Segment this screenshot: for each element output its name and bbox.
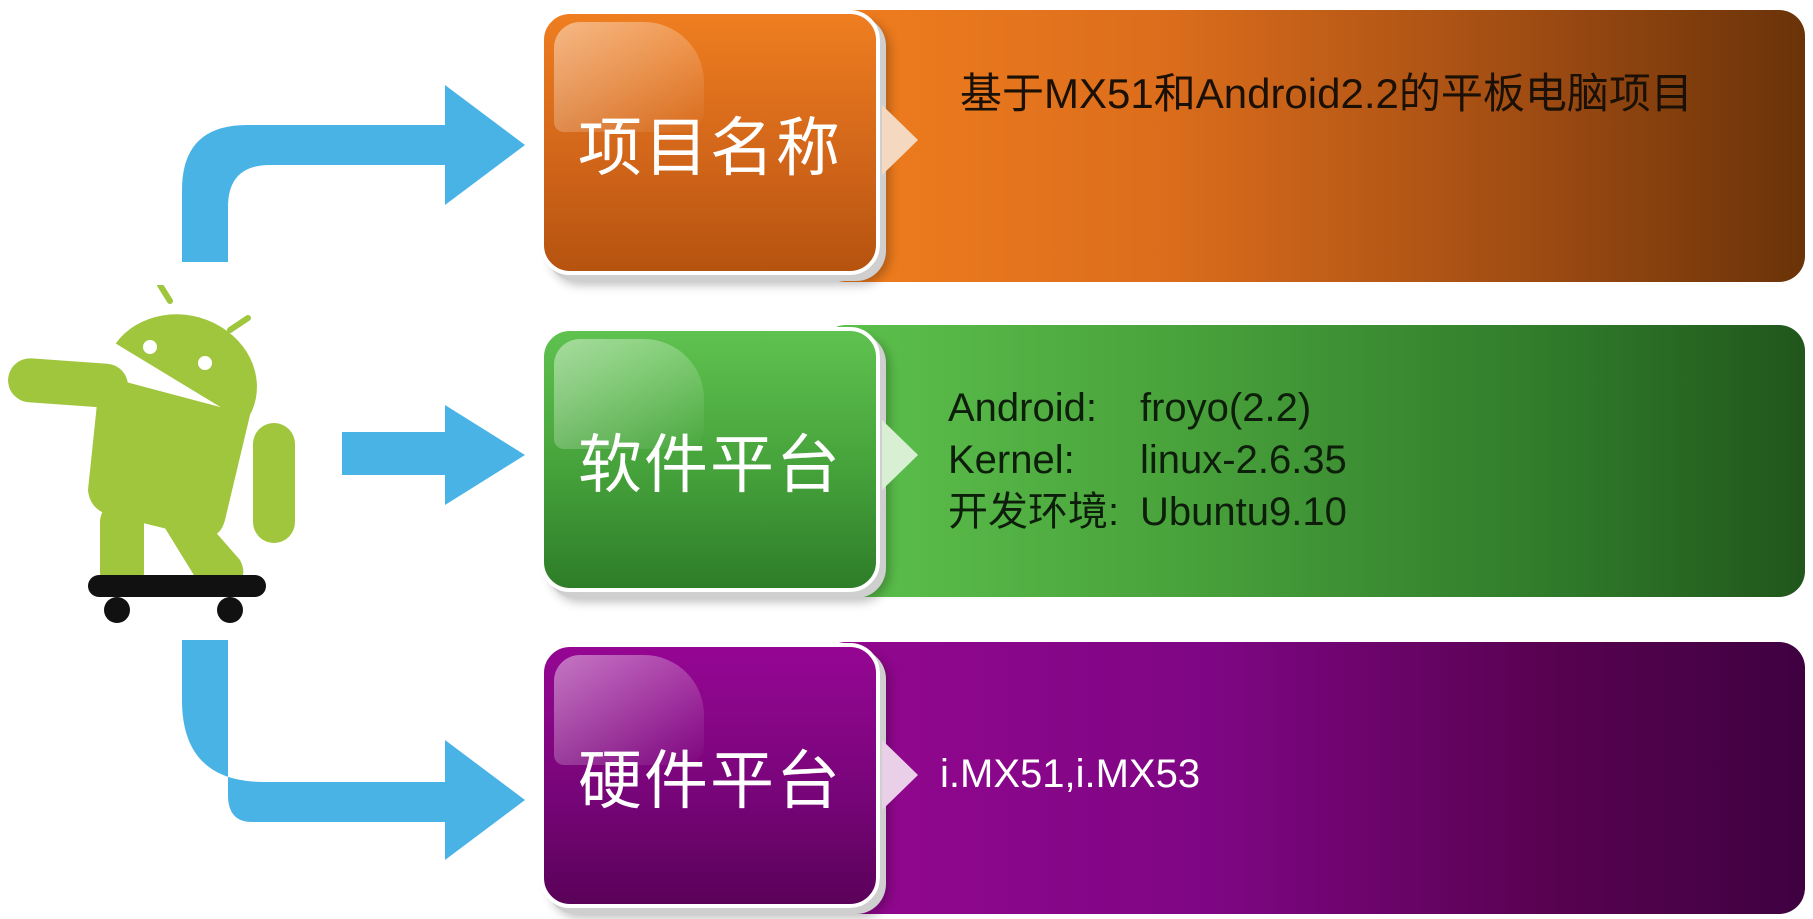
- spec-row: Android: froyo(2.2): [948, 382, 1347, 434]
- software-platform-bar: [820, 325, 1805, 597]
- hardware-platform-bar: [820, 642, 1805, 914]
- hardware-platform-tile: 硬件平台: [540, 643, 880, 908]
- chevron-right-icon: [882, 740, 918, 810]
- software-platform-details: Android: froyo(2.2) Kernel: linux-2.6.35…: [948, 382, 1347, 538]
- spec-value: Ubuntu9.10: [1140, 490, 1347, 534]
- project-name-bar: [820, 10, 1805, 282]
- software-platform-label: 软件平台: [578, 428, 842, 503]
- spec-key: 开发环境:: [948, 490, 1120, 534]
- software-platform-tile: 软件平台: [540, 327, 880, 592]
- project-name-tile: 项目名称: [540, 10, 880, 275]
- spec-row: Kernel: linux-2.6.35: [948, 434, 1347, 486]
- chevron-right-icon: [882, 105, 918, 175]
- arrow-right-icon: [182, 85, 525, 860]
- spec-value: froyo(2.2): [1140, 386, 1312, 430]
- chevron-right-icon: [882, 420, 918, 490]
- spec-row: 开发环境: Ubuntu9.10: [948, 486, 1347, 538]
- spec-key: Android:: [948, 386, 1097, 430]
- project-name-value: 基于MX51和Android2.2的平板电脑项目: [960, 70, 1693, 117]
- spec-key: Kernel:: [948, 438, 1075, 482]
- android-skateboard-icon: [8, 285, 295, 623]
- hardware-platform-value: i.MX51,i.MX53: [940, 752, 1201, 796]
- hardware-platform-label: 硬件平台: [578, 744, 842, 819]
- project-name-label: 项目名称: [578, 111, 842, 186]
- spec-value: linux-2.6.35: [1140, 438, 1347, 482]
